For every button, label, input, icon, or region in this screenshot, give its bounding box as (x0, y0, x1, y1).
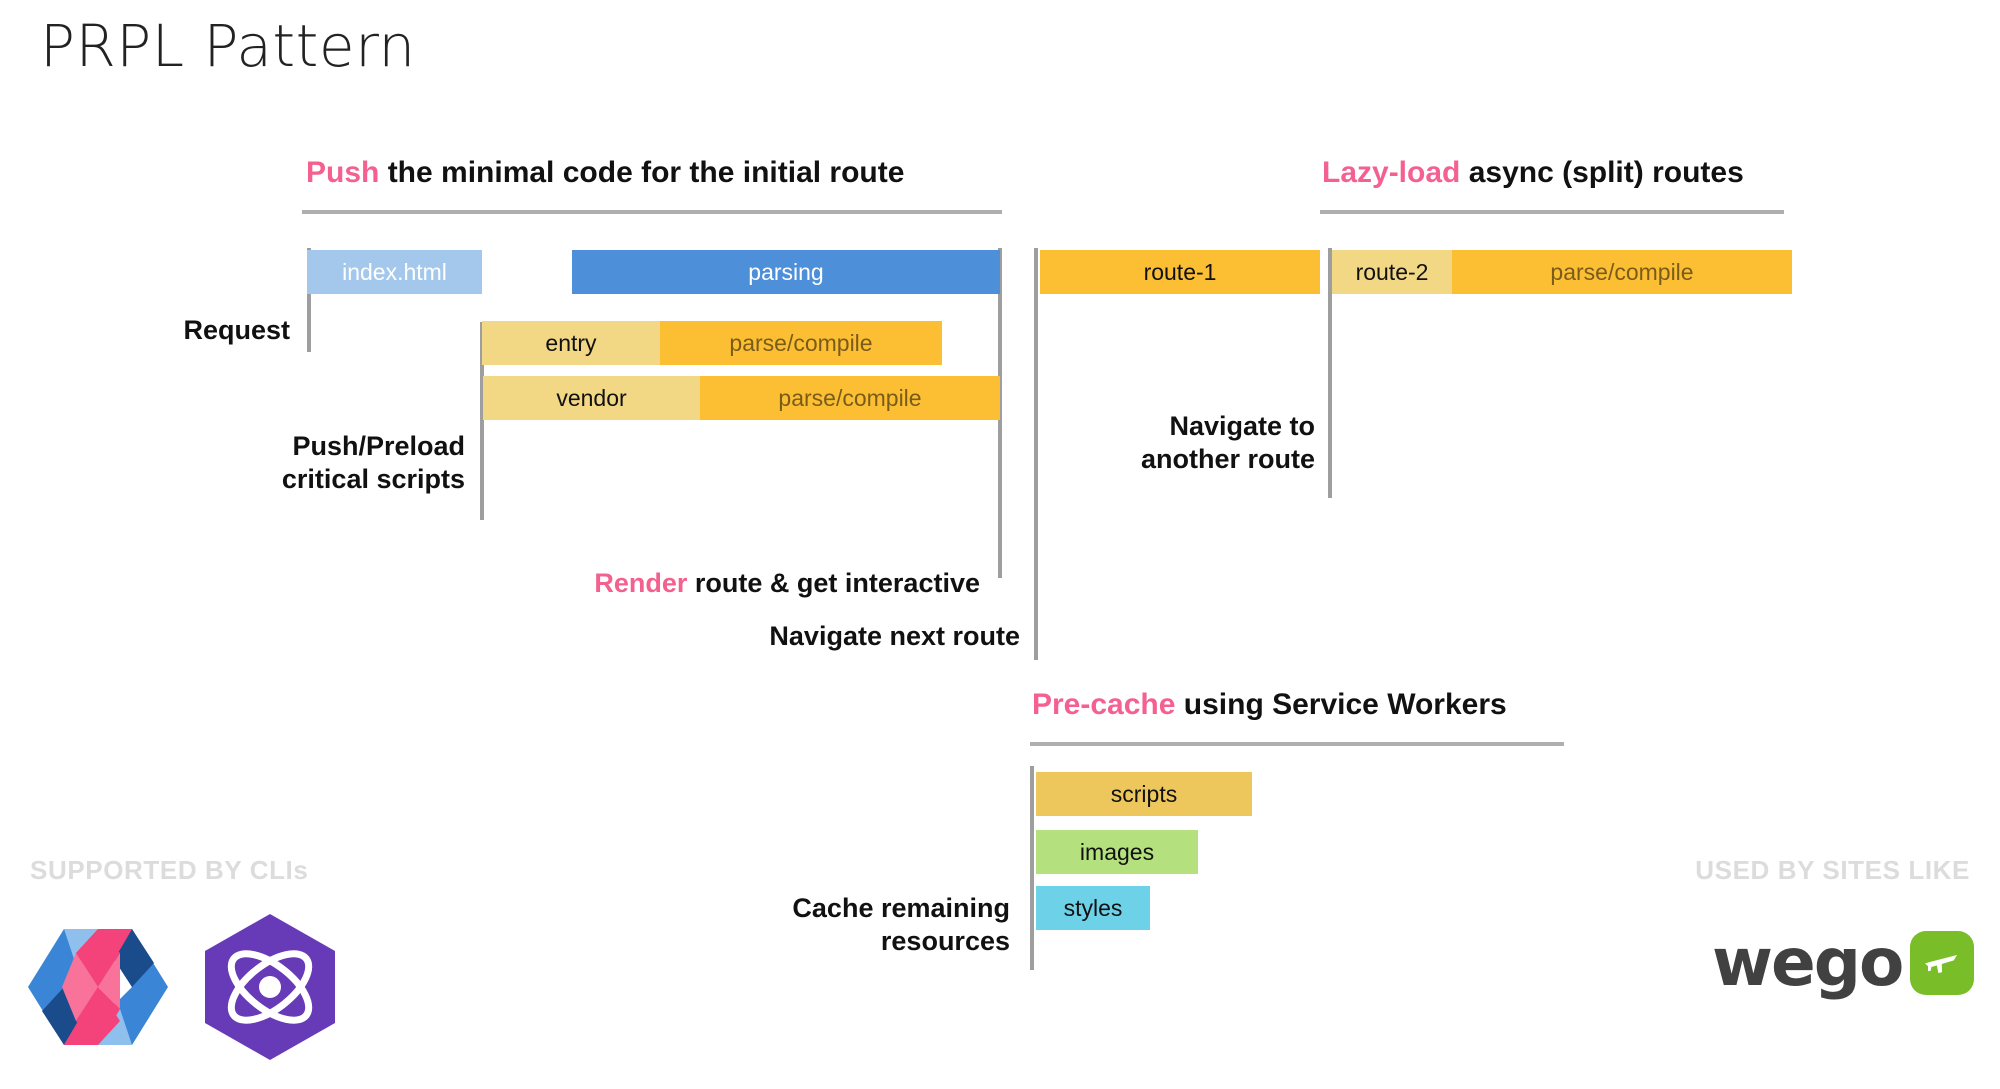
bar-entry-parse-compile-label: parse/compile (660, 321, 942, 365)
footer-caption-used-by: USED BY SITES LIKE (1695, 855, 1970, 885)
wego-wordmark: wego (1712, 924, 1904, 1001)
label-render-rest: route & get interactive (687, 567, 980, 598)
wego-logo: wego (1712, 924, 1975, 1001)
bar-route-1-label: route-1 (1143, 258, 1217, 285)
page-title: PRPL Pattern (40, 12, 416, 80)
section-rule-lazy (1320, 210, 1784, 214)
bar-images: images (1036, 830, 1198, 874)
section-heading-push: Push the minimal code for the initial ro… (306, 158, 904, 188)
section-heading-precache-rest: using Service Workers (1175, 688, 1507, 721)
section-heading-lazy-accent: Lazy-load (1322, 156, 1461, 189)
preact-logo (200, 912, 340, 1067)
bar-entry-label: entry (482, 321, 660, 365)
guide-line-cache (1030, 766, 1034, 970)
airplane-icon (1925, 954, 1958, 973)
guide-line-navigate-next (1034, 248, 1038, 660)
section-rule-precache (1030, 742, 1564, 746)
section-heading-precache-accent: Pre-cache (1032, 688, 1176, 721)
bar-route-1: route-1 (1040, 250, 1320, 294)
guide-line-navigate-another (1328, 248, 1332, 498)
bar-vendor-parse-compile-label: parse/compile (700, 376, 1000, 420)
bar-entry: entry parse/compile (482, 321, 942, 365)
guide-line-push-preload (480, 322, 484, 520)
polymer-logo-icon (28, 929, 168, 1045)
bar-vendor: vendor parse/compile (483, 376, 1000, 420)
guide-line-render (998, 248, 1002, 578)
bar-vendor-label: vendor (483, 376, 700, 420)
footer-caption-supported-by: SUPPORTED BY CLIs (30, 855, 309, 885)
label-navigate-next-route: Navigate next route (769, 621, 1020, 651)
section-heading-lazy-rest: async (split) routes (1460, 156, 1744, 189)
bar-styles: styles (1036, 886, 1150, 930)
bar-scripts: scripts (1036, 772, 1252, 816)
wego-badge (1910, 931, 1975, 995)
bar-index-html: index.html (307, 250, 482, 294)
bar-route-2-label: route-2 (1332, 250, 1452, 294)
section-heading-push-accent: Push (306, 156, 380, 189)
section-heading-push-rest: the minimal code for the initial route (379, 156, 905, 189)
bar-styles-label: styles (1063, 894, 1123, 921)
bar-images-label: images (1079, 838, 1155, 865)
section-rule-push (302, 210, 1002, 214)
label-cache-remaining-resources: Cache remaining resources (792, 893, 1010, 956)
wego-logo-row: wego (1712, 924, 1975, 1001)
bar-route-2-parse-compile-label: parse/compile (1452, 250, 1792, 294)
bar-scripts-label: scripts (1110, 780, 1178, 807)
section-heading-precache: Pre-cache using Service Workers (1032, 690, 1507, 720)
preact-logo-icon (205, 914, 335, 1060)
label-navigate-another-route: Navigate to another route (1140, 411, 1315, 474)
label-render-accent: Render (594, 567, 688, 598)
guide-line-request (307, 248, 311, 352)
polymer-logo (28, 925, 168, 1055)
label-render: Render route & get interactive (380, 534, 980, 600)
bar-parsing: parsing (572, 250, 1000, 294)
label-push-preload: Push/Preload critical scripts (281, 431, 465, 494)
section-heading-lazy: Lazy-load async (split) routes (1322, 158, 1744, 188)
bar-parsing-label: parsing (748, 258, 824, 285)
label-request: Request (183, 315, 290, 345)
bar-index-html-label: index.html (342, 258, 447, 285)
bar-route-2: route-2 parse/compile (1332, 250, 1792, 294)
